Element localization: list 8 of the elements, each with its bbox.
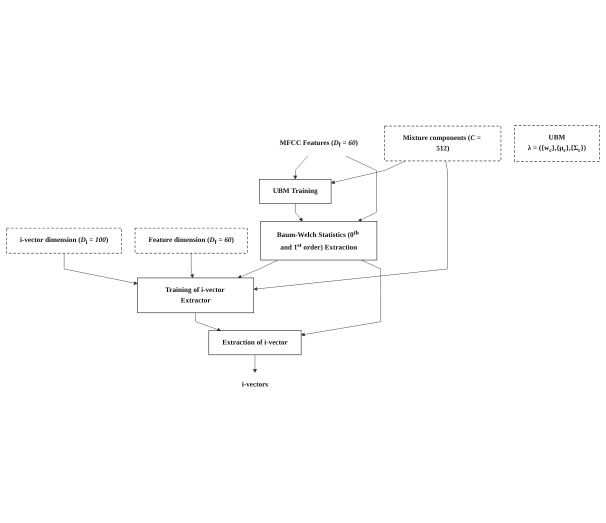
node-box (384, 126, 502, 162)
node-box (514, 126, 600, 162)
node-box (259, 179, 332, 204)
node-box (208, 330, 302, 356)
node-box (260, 221, 378, 261)
node-box (6, 228, 122, 254)
node-box (134, 228, 248, 254)
node-box (137, 278, 254, 314)
